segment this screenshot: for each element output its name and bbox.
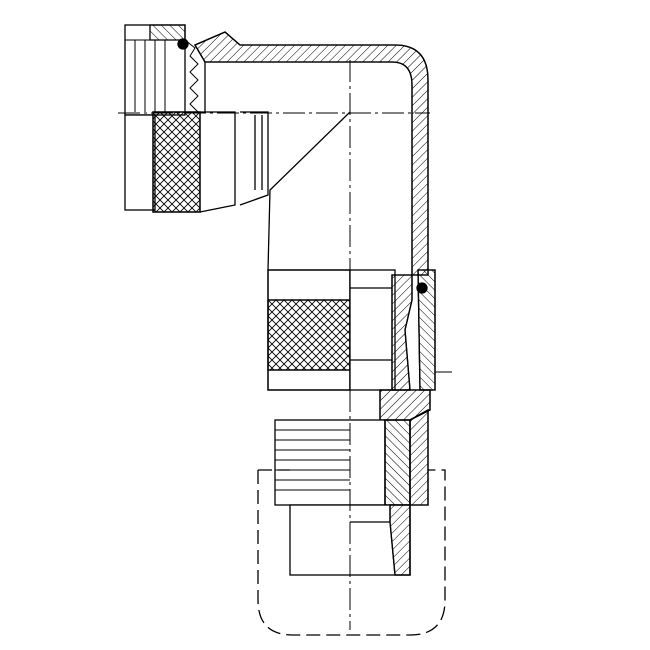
horizontal-body [204, 62, 351, 271]
o-ring-lower [416, 282, 428, 294]
elbow-shell [194, 31, 429, 276]
threaded-body [274, 389, 431, 506]
cable-outline [257, 469, 446, 636]
knurled-nut [267, 269, 452, 391]
o-ring [177, 38, 189, 50]
coupling-nut [124, 24, 236, 213]
miter-line [267, 111, 351, 271]
thread-lines [275, 429, 350, 491]
